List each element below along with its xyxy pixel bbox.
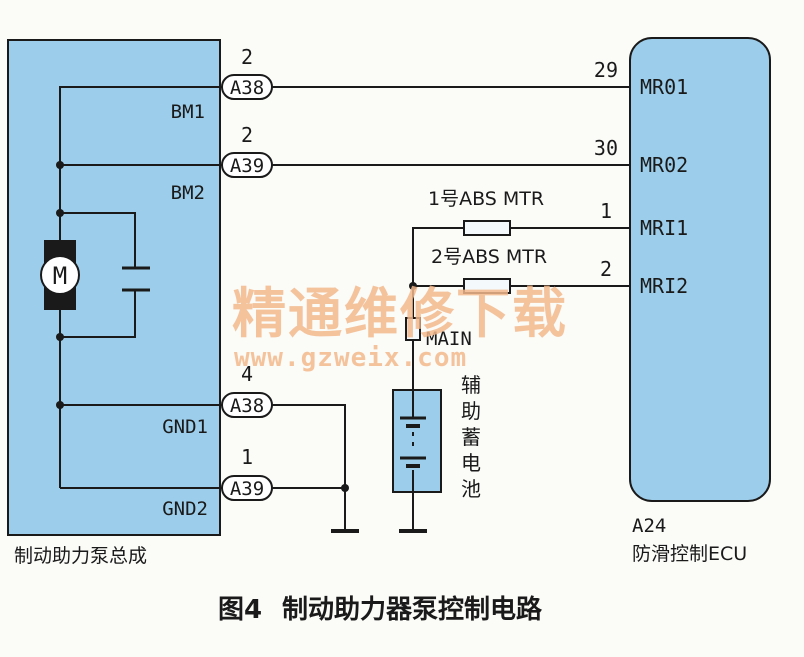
caption-title: 制动助力器泵控制电路 — [282, 594, 543, 625]
fuse-label: 2号ABS MTR — [431, 246, 547, 268]
junction-dot — [56, 209, 64, 217]
connector-label: A39 — [230, 478, 264, 500]
fuse-label: 1号ABS MTR — [428, 188, 544, 210]
pump-assembly-title: 制动助力泵总成 — [14, 545, 147, 567]
connector-pin-number: 4 — [241, 362, 253, 386]
connector-label: A38 — [230, 77, 264, 99]
ecu-pin-label: MRI1 — [640, 216, 688, 240]
fuse-label: MAIN — [426, 328, 472, 350]
watermark-cn: 精通维修下载 — [232, 282, 568, 345]
connector-label: A39 — [230, 155, 264, 177]
battery-label-char: 池 — [461, 477, 481, 501]
connector-badge: A38 — [221, 392, 273, 418]
ecu-pin-number: 2 — [600, 257, 612, 281]
junction-dot — [56, 333, 64, 341]
connector-badge: A39 — [221, 152, 273, 178]
junction-dot — [56, 161, 64, 169]
junction-dot — [56, 401, 64, 409]
battery-label: 辅 助 蓄 电 池 — [461, 373, 481, 501]
battery-label-char: 电 — [461, 451, 481, 475]
junction-dot — [409, 282, 417, 290]
motor-icon: M — [40, 240, 80, 310]
connector-badge: A38 — [221, 74, 273, 100]
fuse-2-icon — [463, 278, 511, 294]
battery-label-char: 辅 — [461, 373, 481, 397]
connector-badge: A39 — [221, 475, 273, 501]
junction-dot — [341, 484, 349, 492]
pump-pin-label: GND2 — [162, 498, 208, 520]
battery-panel — [392, 389, 442, 493]
connector-pin-number: 2 — [241, 45, 253, 69]
pump-assembly-panel — [7, 39, 221, 536]
fuse-main-icon — [405, 317, 421, 341]
ecu-pin-label: MR02 — [640, 153, 688, 177]
connector-pin-number: 2 — [241, 123, 253, 147]
motor-symbol: M — [53, 262, 67, 290]
ecu-pin-label: MR01 — [640, 75, 688, 99]
ecu-pin-number: 1 — [600, 199, 612, 223]
battery-label-char: 蓄 — [461, 425, 481, 449]
ecu-pin-label: MRI2 — [640, 274, 688, 298]
ecu-name: 防滑控制ECU — [632, 543, 747, 565]
watermark-url: www.gzweix.com — [234, 343, 467, 373]
pump-pin-label: GND1 — [162, 416, 208, 438]
connector-label: A38 — [230, 395, 264, 417]
ecu-panel — [629, 37, 771, 502]
ecu-code: A24 — [632, 515, 666, 537]
fuse-1-icon — [463, 220, 511, 236]
caption-fig-number: 图4 — [218, 595, 262, 625]
connector-pin-number: 1 — [241, 445, 253, 469]
battery-icon — [400, 416, 426, 468]
ecu-pin-number: 29 — [594, 58, 618, 82]
external-wiring — [272, 86, 630, 530]
ecu-pin-number: 30 — [594, 136, 618, 160]
battery-label-char: 助 — [461, 399, 481, 423]
pump-pin-label: BM2 — [171, 182, 205, 204]
pump-pin-label: BM1 — [171, 101, 205, 123]
